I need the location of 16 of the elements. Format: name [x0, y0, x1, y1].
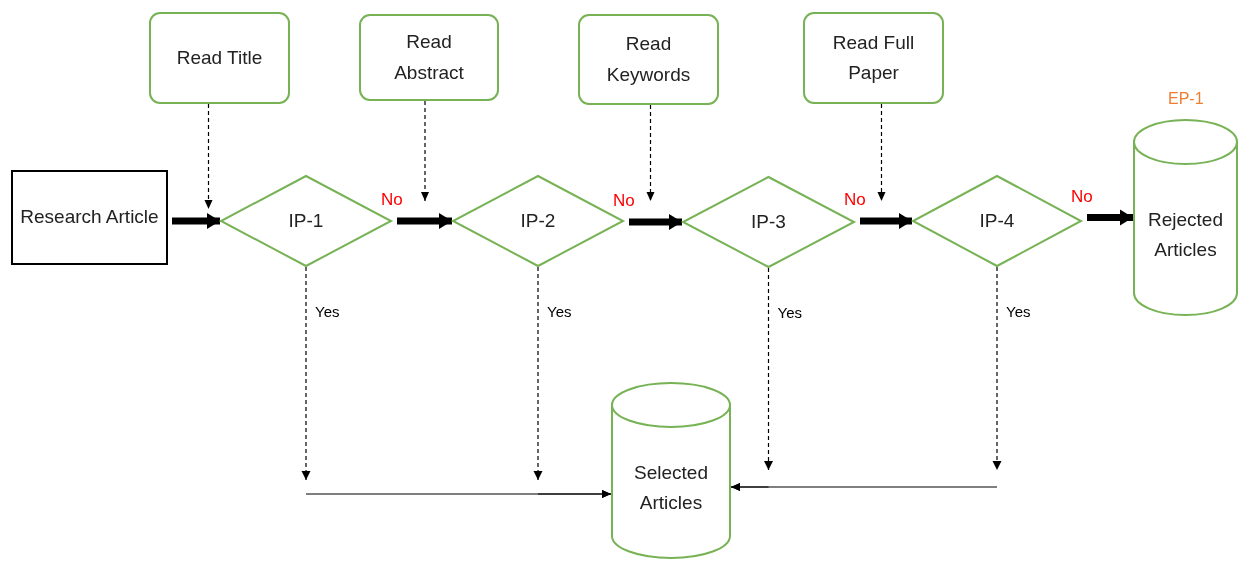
- edge-label: No: [381, 191, 403, 210]
- dashed-arrow: [204, 103, 213, 210]
- edge-label: No: [844, 191, 866, 210]
- start-box: Research Article: [11, 170, 168, 265]
- dashed-arrow: [877, 103, 886, 202]
- process-box: Read Abstract: [359, 14, 499, 101]
- edge-label: No: [613, 192, 635, 211]
- database-cylinder: Selected Articles: [611, 383, 731, 558]
- dashed-arrow: [421, 100, 429, 202]
- dashed-arrow: [646, 104, 655, 202]
- database-cylinder: Rejected Articles: [1133, 120, 1238, 315]
- edge-label: No: [1071, 187, 1093, 207]
- process-box: Read Title: [149, 12, 290, 104]
- process-box: Read Keywords: [578, 14, 719, 105]
- process-box: Read Full Paper: [803, 12, 944, 104]
- node-caption: EP-1: [1168, 90, 1204, 108]
